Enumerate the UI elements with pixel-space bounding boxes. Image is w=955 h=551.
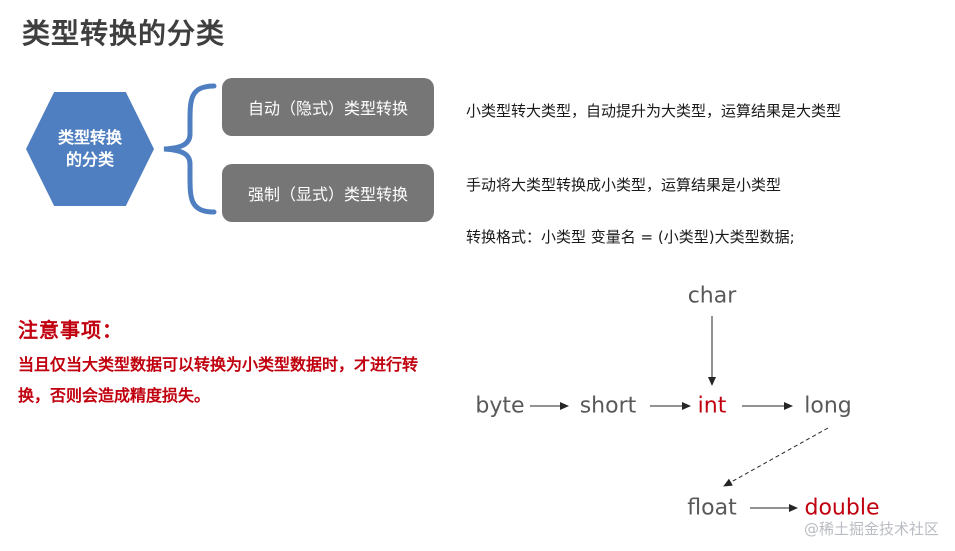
- auto-conversion-box: 自动（隐式）类型转换: [222, 78, 434, 136]
- hexagon-label-line2: 的分类: [65, 150, 114, 169]
- auto-conversion-label: 自动（隐式）类型转换: [247, 99, 408, 118]
- conversion-format: 转换格式：小类型 变量名 = (小类型)大类型数据;: [466, 228, 795, 246]
- hexagon-shape: [26, 92, 154, 206]
- manual-conversion-box: 强制（显式）类型转换: [222, 164, 434, 222]
- node-char: char: [688, 284, 738, 309]
- curly-brace-icon: [163, 83, 217, 215]
- node-byte: byte: [475, 394, 524, 419]
- node-double: double: [805, 496, 880, 521]
- node-short: short: [580, 394, 637, 419]
- node-long: long: [804, 394, 851, 419]
- auto-description: 小类型转大类型，自动提升为大类型，运算结果是大类型: [466, 102, 842, 120]
- notice-text: 当且仅当大类型数据可以转换为小类型数据时，才进行转换，否则会造成精度损失。: [18, 355, 419, 405]
- node-float: float: [687, 496, 737, 521]
- hexagon-label-line1: 类型转换: [57, 128, 122, 147]
- hexagon-label: 类型转换 的分类: [26, 92, 154, 206]
- node-int: int: [698, 394, 727, 419]
- notice-title: 注意事项：: [18, 318, 123, 342]
- edge-long-to-float: [723, 427, 829, 487]
- page-title: 类型转换的分类: [22, 17, 226, 50]
- manual-description: 手动将大类型转换成小类型，运算结果是小类型: [466, 176, 782, 194]
- manual-conversion-label: 强制（显式）类型转换: [247, 185, 408, 204]
- watermark: @稀土掘金技术社区: [803, 520, 939, 538]
